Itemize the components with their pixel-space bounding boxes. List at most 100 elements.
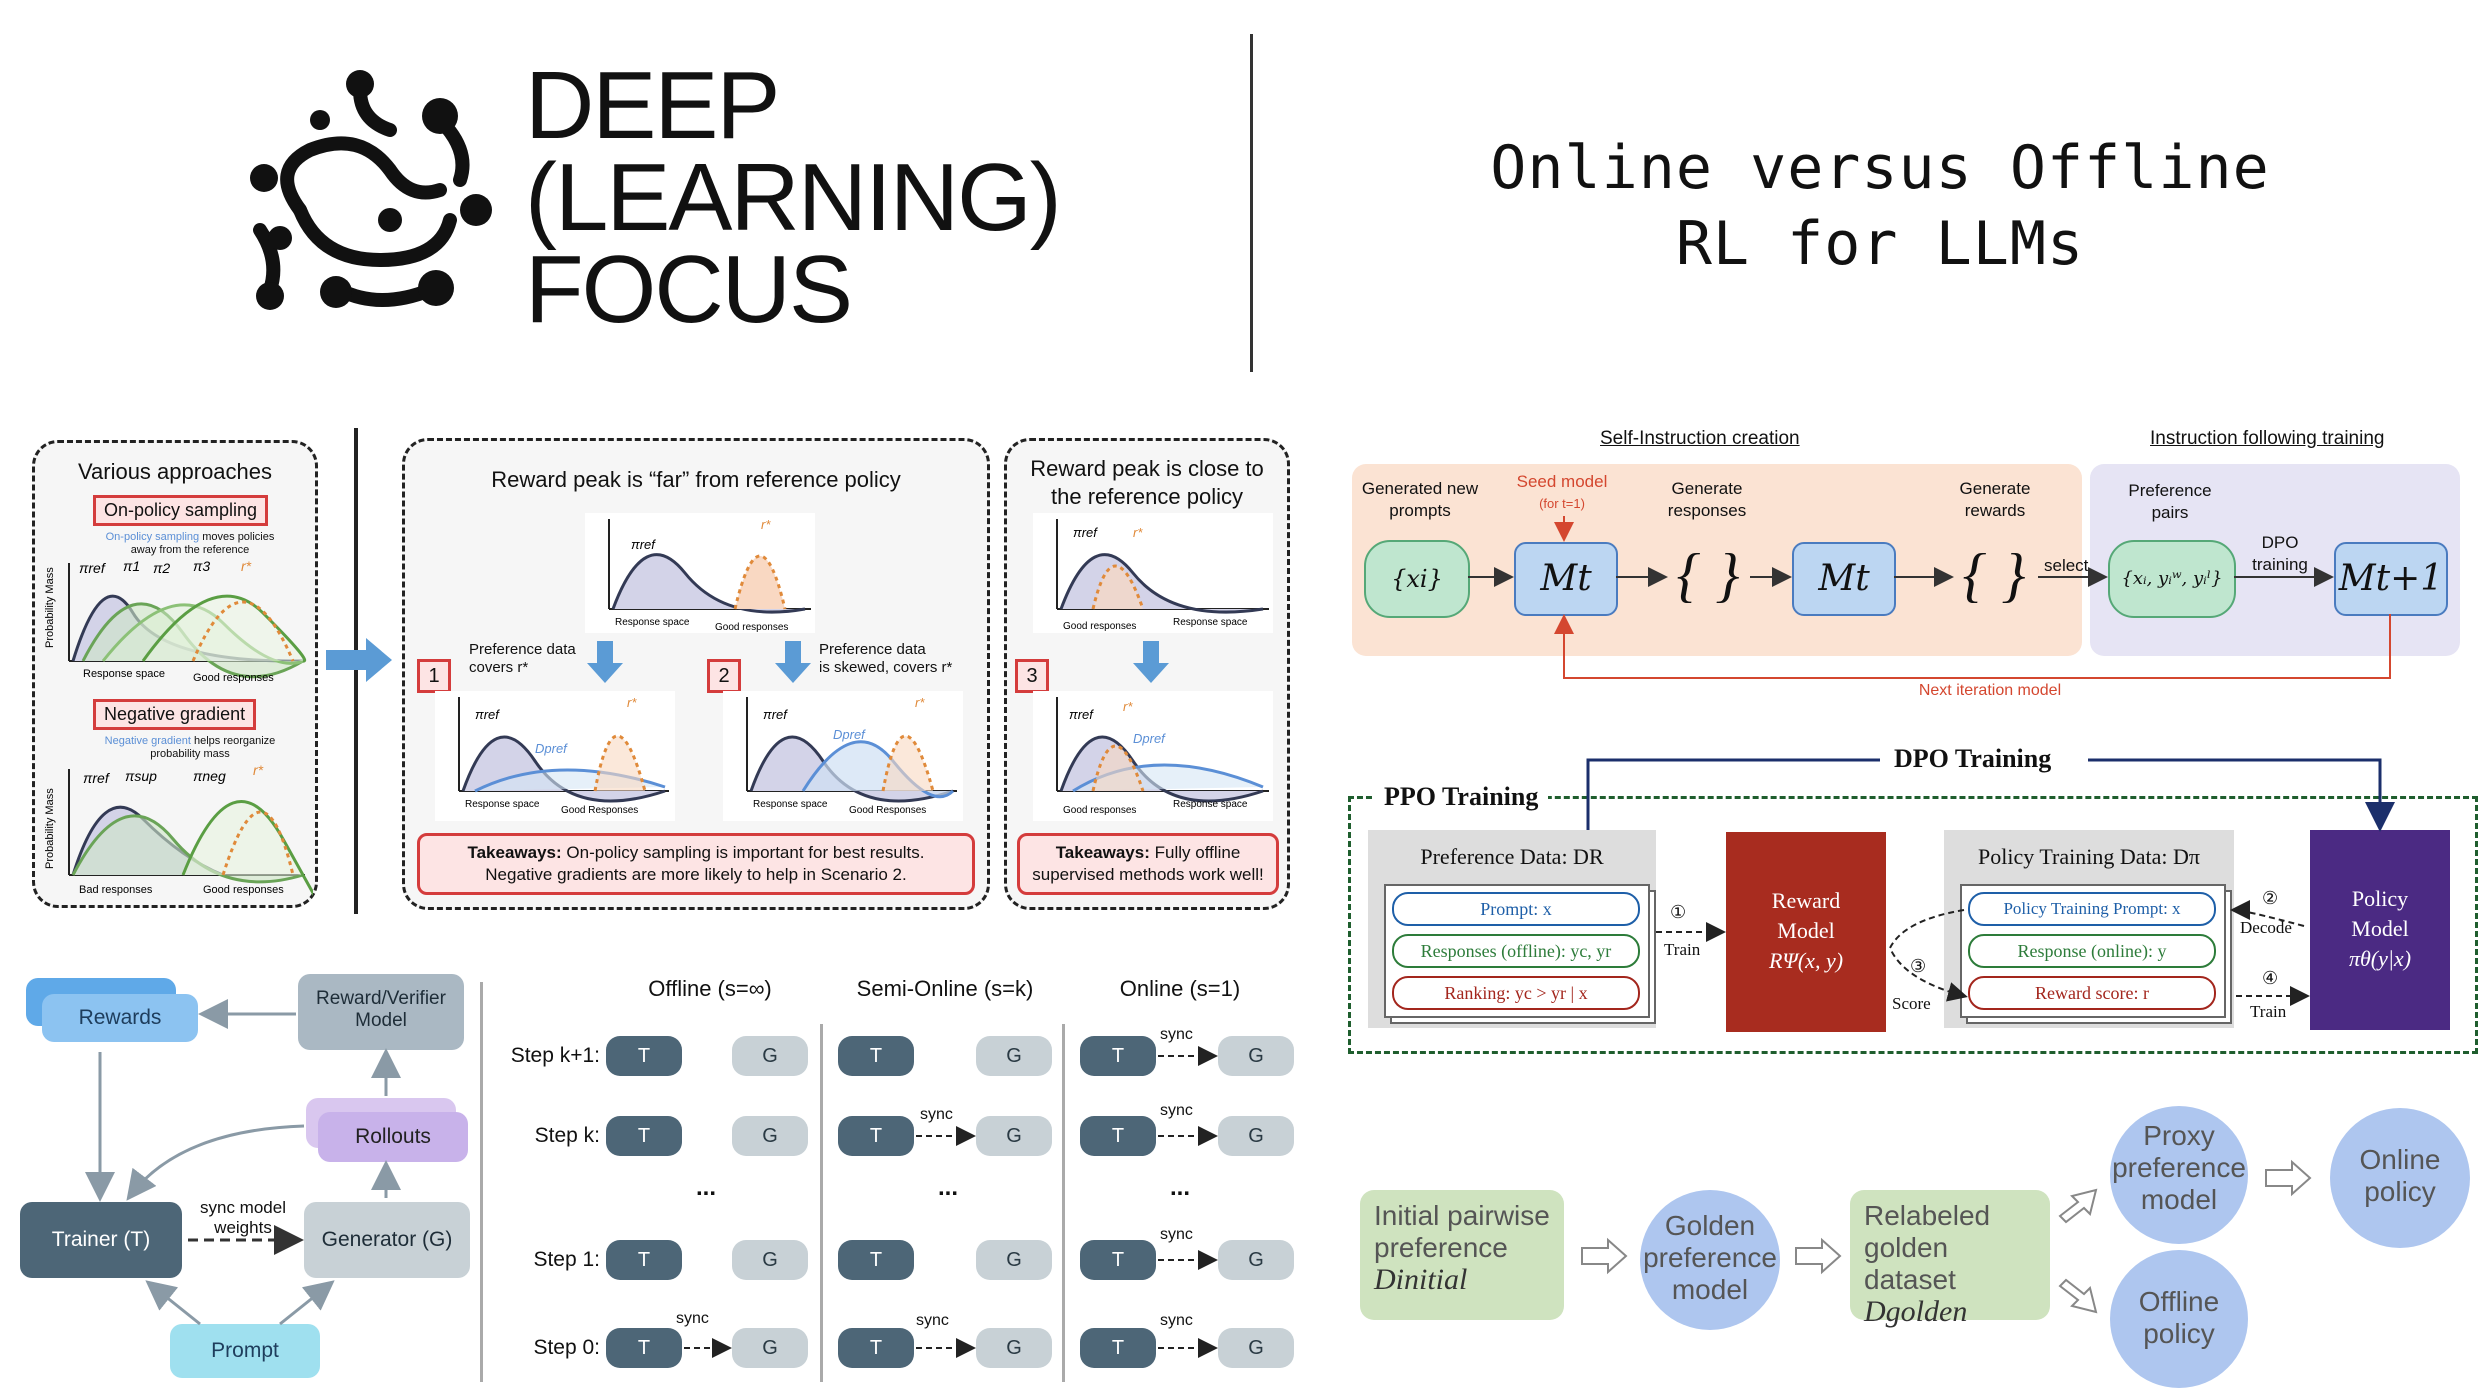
step-2-marker: ② [2262, 888, 2279, 908]
policy-model-box: Policy Model πθ(y|x) [2310, 830, 2450, 1030]
model-mt-2: Mt [1792, 542, 1896, 616]
arrow-icon-down [2058, 1278, 2098, 1314]
col-offline: Offline (s=∞) [648, 976, 772, 1001]
policy-line3: πθ(y|x) [2348, 946, 2412, 971]
scenario-3-curve: πref Dpref r* Good responses Response sp… [1033, 691, 1273, 821]
select-label: select [2044, 556, 2089, 575]
col-online: Online (s=1) [1119, 976, 1241, 1001]
arrow-icon-up [2058, 1188, 2098, 1224]
scenario-1-curve: πref Dpref r* Response space Good Respon… [435, 691, 675, 821]
panel-b-takeaway: Takeaways: On-policy sampling is importa… [417, 833, 975, 895]
offline-t-k: T [606, 1116, 682, 1156]
offline-policy-circle: Offline policy [2110, 1250, 2248, 1388]
reward-model-line2: Model [1777, 918, 1835, 943]
onpolicy-note-2: moves policies [202, 531, 275, 543]
online-line1: Online [2359, 1144, 2441, 1175]
arrow-icon-3 [2265, 1159, 2312, 1197]
pref2-text: Preference data is skewed, covers r* [819, 641, 952, 677]
b-resp-space: Response space [615, 617, 690, 628]
grid-divider-1 [820, 1024, 823, 1382]
pt-prompt-row: Policy Training Prompt: x [1968, 892, 2216, 926]
online-t-k: T [1080, 1116, 1156, 1156]
onpolicy-note-3: away from the reference [130, 544, 250, 556]
prompts-cylinder: {xi} [1364, 540, 1470, 618]
row-step-0: Step 0: [533, 1336, 600, 1359]
neg-note-3: probability mass [150, 748, 230, 760]
semi-sync-k: sync [920, 1106, 953, 1123]
good-responses-label: Good responses [193, 672, 274, 683]
selfinst-head-right: Instruction following training [2150, 428, 2385, 449]
offline-g-1: G [732, 1240, 808, 1280]
s1-resp-space: Response space [465, 799, 540, 810]
semi-t-0: T [838, 1328, 914, 1368]
s2-pi-ref: πref [763, 707, 788, 722]
scenario-2-badge: 2 [707, 659, 741, 693]
s1-dpref: Dpref [535, 741, 568, 756]
pref-pairs-label: Preference pairs [2128, 481, 2212, 522]
pref2-line2: is skewed, covers r* [819, 659, 953, 676]
s1-rstar: r* [627, 695, 637, 710]
online-sync-k1: sync [1160, 1026, 1193, 1043]
selfinst-head-left: Self-Instruction creation [1600, 428, 1800, 449]
arrow-icon-1 [1581, 1237, 1628, 1275]
weights-text: weights [214, 1218, 272, 1237]
semi-t-k1: T [838, 1036, 914, 1076]
panel-b-top-curve: πref r* Response space Good responses [585, 513, 815, 633]
selfinst-creation-bg [1352, 464, 2082, 656]
col-semi-online: Semi-Online (s=k) [856, 976, 1034, 1001]
responses-row: Responses (offline): yc, yr [1392, 934, 1640, 968]
neg-note: Negative gradient helps reorganize proba… [75, 735, 305, 761]
self-instruction-diagram: Self-Instruction creation Instruction fo… [1350, 420, 2460, 720]
s3-resp-space: Response space [1173, 799, 1248, 810]
policy-line2: Model [2351, 916, 2409, 941]
seed-model-label: Seed model [1516, 472, 1608, 491]
offline-line1: Offline [2138, 1286, 2220, 1317]
neg-grad-curves: Probability Mass πref πsup πneg r* Bad r… [44, 762, 313, 896]
b-good-resp: Good responses [715, 622, 788, 633]
rstar-label: r* [241, 558, 252, 574]
prompt-box: Prompt [170, 1324, 320, 1378]
title-line-1: Online versus Offline [1490, 133, 2270, 203]
neg-ylabel: Probability Mass [44, 788, 56, 869]
model-mt1: Mt+1 [2334, 542, 2448, 616]
train-4-label: Train [2250, 1002, 2287, 1021]
panel-a-title: Various approaches [77, 459, 273, 484]
score-label: Score [1892, 994, 1931, 1013]
model-mt-1: Mt [1514, 542, 1618, 616]
c-good-resp: Good responses [1063, 621, 1136, 632]
semi-dots: ... [938, 1174, 959, 1201]
onpolicy-ylabel: Probability Mass [44, 567, 56, 648]
reward-model-box: Reward Model RΨ(x, y) [1726, 832, 1886, 1032]
semi-t-k: T [838, 1116, 914, 1156]
b-takeaway-1: On-policy sampling is important for best… [566, 843, 925, 862]
s2-rstar: r* [915, 695, 925, 710]
reward-model-box-2: Reward/Verifier Model [298, 974, 464, 1050]
grid-divider-0 [480, 982, 483, 1382]
s2-good: Good Responses [849, 805, 926, 816]
selfinst-arrows [1468, 516, 2391, 679]
semi-t-1: T [838, 1240, 914, 1280]
gen-prompts-label: Generated new prompts [1361, 479, 1479, 520]
arrow-icon-2 [1795, 1237, 1842, 1275]
rollouts-box: Rollouts [318, 1112, 468, 1162]
train-1-label: Train [1664, 940, 1701, 959]
c-takeaway-bold: Takeaways: [1055, 843, 1150, 862]
golden-pipeline: Initial pairwise preference Dinitial Gol… [1350, 1100, 2480, 1390]
panel-c-top-curve: πref r* Good responses Response space [1033, 513, 1273, 633]
c-resp-space: Response space [1173, 617, 1248, 628]
s1-good: Good Responses [561, 805, 638, 816]
initial-pref-box: Initial pairwise preference Dinitial [1360, 1190, 1564, 1320]
proxy-line1: Proxy [2143, 1120, 2215, 1151]
async-arrows [85, 999, 401, 1326]
rewards-box: Rewards [42, 994, 198, 1042]
pref2-line1: Preference data [819, 641, 926, 658]
s3-pi-ref: πref [1069, 707, 1094, 722]
panel-a-divider [354, 428, 358, 914]
online-g-k1: G [1218, 1036, 1294, 1076]
offline-t-0: T [606, 1328, 682, 1368]
bad-responses-label: Bad responses [79, 884, 153, 896]
grid-divider-2 [1062, 1024, 1065, 1382]
online-sync-0: sync [1160, 1312, 1193, 1329]
row-step-k: Step k: [534, 1124, 600, 1147]
pref1-text: Preference data covers r* [469, 641, 576, 677]
